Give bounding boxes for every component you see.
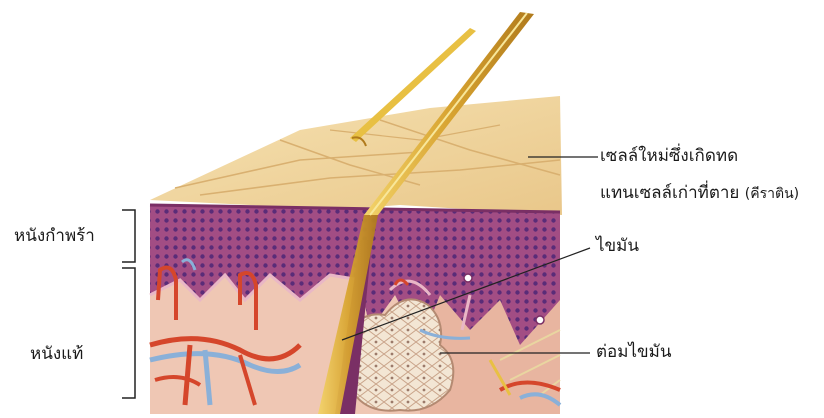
new-cells-label-line2-text: แทนเซลล์เก่าที่ตาย <box>600 183 739 203</box>
sebaceous-gland-label: ต่อมไขมัน <box>596 344 671 361</box>
keratin-label: (คีราติน) <box>745 186 799 202</box>
skin-surface <box>150 96 562 215</box>
new-cells-label-line2: แทนเซลล์เก่าที่ตาย (คีราติน) <box>600 185 799 202</box>
brackets <box>122 210 135 398</box>
dermis-label: หนังแท้ <box>30 346 83 363</box>
sebum-label: ไขมัน <box>596 238 639 255</box>
dermis-bracket <box>122 268 135 398</box>
epidermis-bracket <box>122 210 135 262</box>
new-cells-label-line1: เซลล์ใหม่ซึ่งเกิดทด <box>600 148 738 165</box>
epidermis-label: หนังกำพร้า <box>14 228 95 245</box>
